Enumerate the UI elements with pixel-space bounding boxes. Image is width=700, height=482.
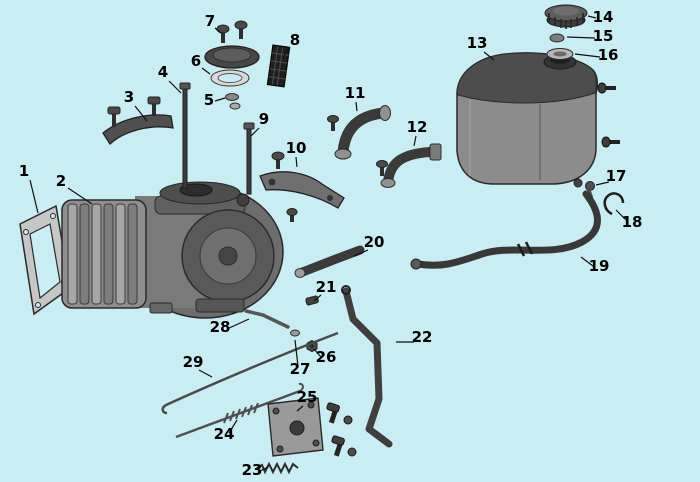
leader-line-4 xyxy=(168,80,182,94)
throttle-rod xyxy=(161,331,339,415)
leader-line-14 xyxy=(587,15,597,19)
leader-line-25 xyxy=(296,405,304,412)
callout-16: 16 xyxy=(598,46,619,64)
callout-26: 26 xyxy=(316,348,337,366)
fuel-hose xyxy=(410,190,601,270)
leader-line-26 xyxy=(313,348,322,358)
cooling-fins xyxy=(67,203,138,305)
callout-2: 2 xyxy=(56,172,66,190)
callout-10: 10 xyxy=(286,139,307,157)
callout-7: 7 xyxy=(205,12,215,30)
stud-bolt-short xyxy=(243,122,255,195)
leader-line-6 xyxy=(201,67,211,75)
leader-line-29 xyxy=(198,369,213,378)
governor-rod xyxy=(175,382,304,439)
leader-line-27 xyxy=(294,339,299,367)
pipe-upper xyxy=(327,105,391,160)
callout-28: 28 xyxy=(210,318,231,336)
callout-8: 8 xyxy=(290,31,300,49)
callout-18: 18 xyxy=(622,213,643,231)
leader-line-3 xyxy=(134,105,148,122)
callout-14: 14 xyxy=(593,8,614,26)
filter-screen xyxy=(546,48,574,60)
bracket-bolt-left xyxy=(112,114,116,127)
leader-line-11 xyxy=(355,101,358,112)
callout-4: 4 xyxy=(158,63,168,81)
heat-shield-bracket xyxy=(102,96,174,146)
callout-15: 15 xyxy=(593,27,614,45)
leader-line-12 xyxy=(413,135,417,147)
stud-bolt-long xyxy=(179,82,191,189)
leader-line-8 xyxy=(283,47,291,56)
callout-6: 6 xyxy=(191,52,201,70)
breather-cover xyxy=(204,45,260,69)
spacer xyxy=(305,295,319,306)
callout-1: 1 xyxy=(19,162,29,180)
bracket-bolt-right xyxy=(152,104,156,116)
air-guide-grille xyxy=(266,44,291,88)
leader-line-7 xyxy=(214,27,222,34)
leader-line-21 xyxy=(313,294,322,302)
callout-22: 22 xyxy=(412,328,433,346)
callout-13: 13 xyxy=(467,34,488,52)
plate-bolts xyxy=(326,402,357,457)
callout-12: 12 xyxy=(407,118,428,136)
hose-clamp xyxy=(516,241,534,257)
callout-layer: 1234567891011121314151617181920212223242… xyxy=(19,8,643,479)
breather-tube xyxy=(294,245,365,278)
callout-3: 3 xyxy=(124,88,134,106)
link-rod xyxy=(244,309,290,329)
mounting-plate xyxy=(267,397,324,457)
washer xyxy=(290,329,300,337)
leader-line-17 xyxy=(595,181,610,186)
leader-line-9 xyxy=(250,127,260,137)
fuel-cap xyxy=(544,4,588,29)
callout-11: 11 xyxy=(345,84,366,102)
callout-24: 24 xyxy=(214,425,235,443)
cap-washer xyxy=(549,33,565,43)
leader-line-18 xyxy=(615,209,628,222)
control-bracket xyxy=(259,151,345,222)
callout-25: 25 xyxy=(297,388,318,406)
leader-line-19 xyxy=(580,256,594,267)
callout-23: 23 xyxy=(242,461,263,479)
leader-line-24 xyxy=(228,419,238,434)
callout-29: 29 xyxy=(183,353,204,371)
tank-mount-bolts xyxy=(597,82,620,148)
callout-5: 5 xyxy=(204,91,214,109)
hose-clip xyxy=(603,192,625,216)
callout-9: 9 xyxy=(259,110,269,128)
fuel-tank xyxy=(456,52,598,188)
leader-line-15 xyxy=(566,36,596,39)
leader-line-20 xyxy=(353,249,369,257)
seal-rings xyxy=(225,93,241,110)
leader-line-1 xyxy=(29,179,39,214)
leader-line-10 xyxy=(295,156,298,168)
breather-gasket xyxy=(210,69,250,87)
control-rod-bracket xyxy=(341,285,393,448)
pipe-lower xyxy=(376,143,442,188)
leader-line-5 xyxy=(214,97,226,102)
callout-27: 27 xyxy=(290,360,311,378)
leader-line-23 xyxy=(257,466,269,473)
callout-17: 17 xyxy=(606,167,627,185)
leader-line-28 xyxy=(226,318,250,330)
breather-bolts xyxy=(216,20,248,43)
callout-19: 19 xyxy=(589,257,610,275)
leader-line-16 xyxy=(574,53,601,58)
leader-line-2 xyxy=(67,187,93,205)
leader-line-13 xyxy=(483,51,495,61)
callout-21: 21 xyxy=(316,278,337,296)
callout-20: 20 xyxy=(364,233,385,251)
cylinder-block xyxy=(61,181,284,319)
